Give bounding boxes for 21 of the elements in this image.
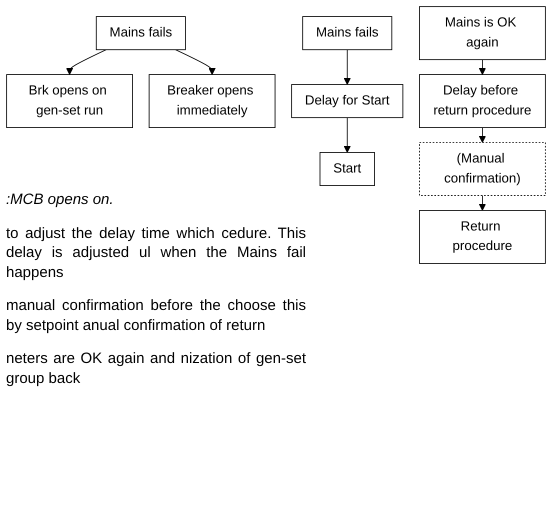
node-box: Start [320, 152, 375, 186]
arrow [344, 117, 351, 153]
node-box: Delay before return procedure [419, 74, 546, 128]
arrow [478, 59, 486, 75]
node-box: Delay for Start [291, 84, 404, 118]
arrow [175, 49, 216, 75]
node-box: Breaker opens immediately [148, 74, 276, 128]
arrow [478, 127, 486, 143]
arrow [66, 49, 106, 75]
node-box: Mains is OK again [419, 6, 546, 60]
node-box: Mains fails [96, 16, 186, 50]
node-box: Mains fails [302, 16, 392, 50]
arrow [478, 195, 486, 211]
caption-text: :MCB opens on. [6, 190, 115, 210]
node-box: Brk opens on gen-set run [6, 74, 133, 128]
paragraph: to adjust the delay time which cedure. This delay is adjusted ul when the Mains fail happens [6, 224, 306, 282]
paragraph: neters are OK again and nization of gen-set group back [6, 349, 306, 388]
arrow [344, 49, 351, 85]
node-box: (Manual confirmation) [419, 142, 546, 196]
node-box: Return procedure [419, 210, 546, 264]
paragraph: manual confirmation before the choose this by setpoint anual confirmation of return [6, 296, 306, 335]
